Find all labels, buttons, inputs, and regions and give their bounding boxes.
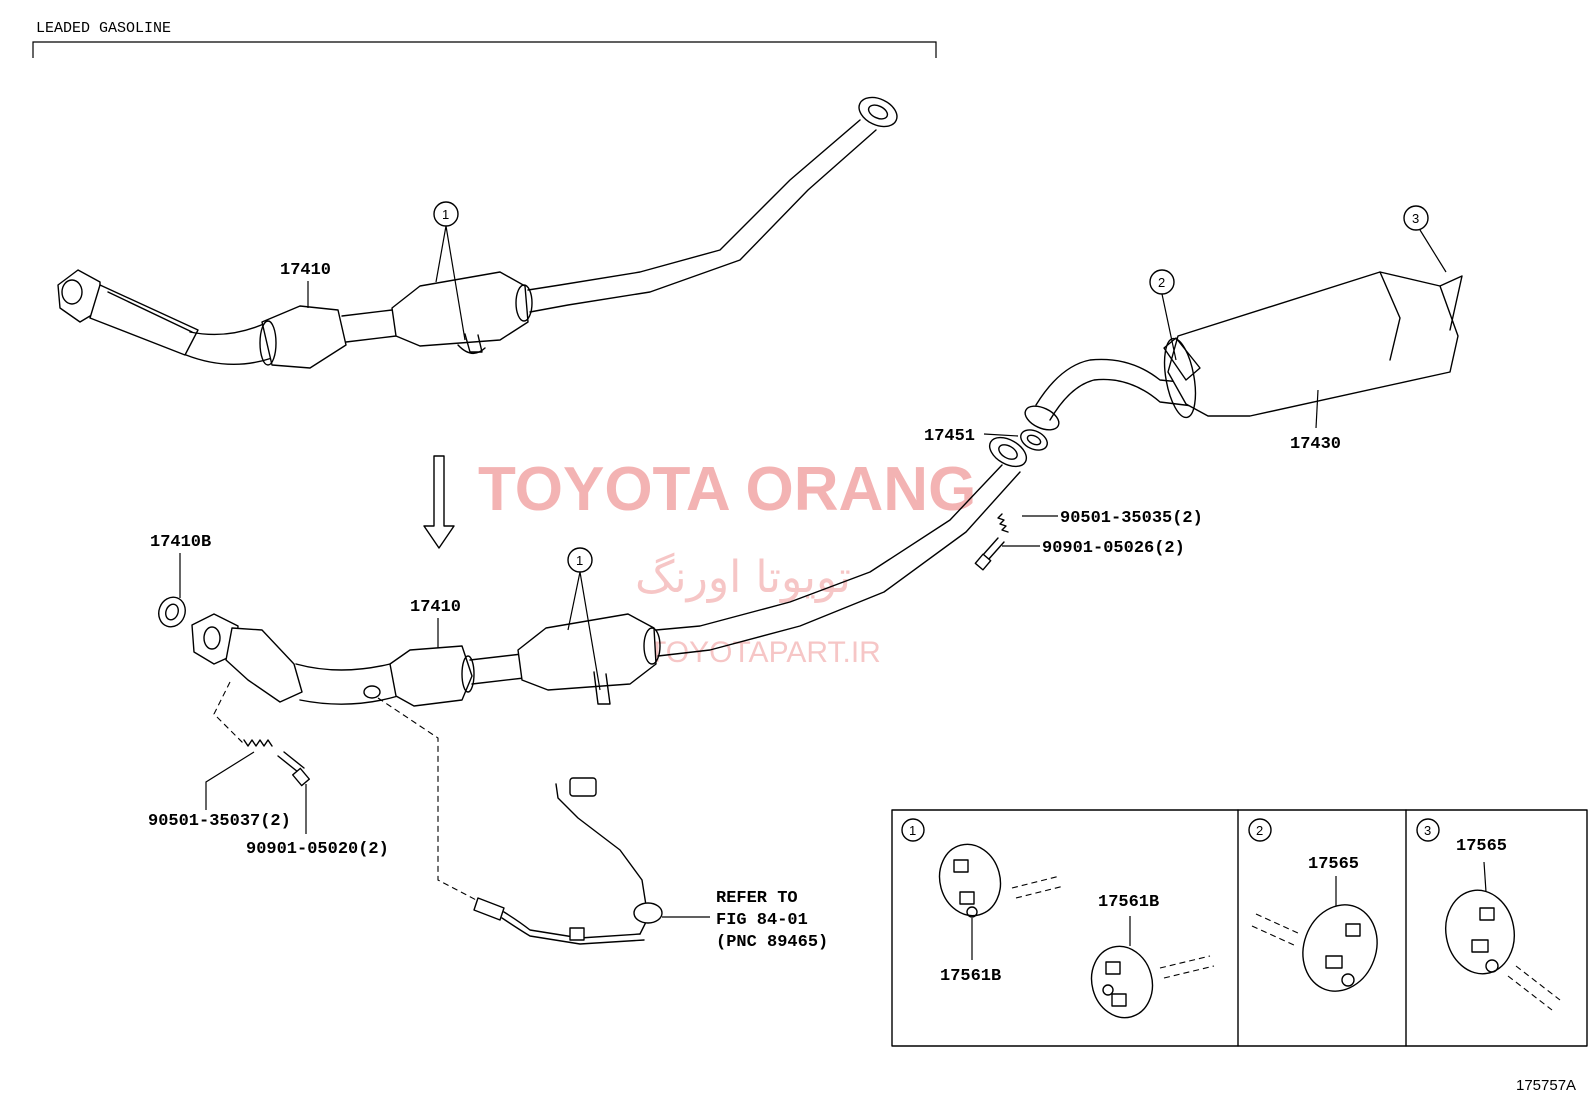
hanger-rubber-17561B-a: [938, 843, 1002, 918]
label-90501-35035: 90501-35035(2): [1060, 509, 1203, 528]
svg-text:2: 2: [1158, 275, 1165, 290]
inset-2-label: 17565: [1308, 855, 1359, 874]
label-17451: 17451: [924, 427, 975, 446]
hanger-rubber-17565-a: [1302, 904, 1378, 992]
label-90501-35037: 90501-35037(2): [148, 812, 291, 831]
down-arrow: [423, 455, 455, 549]
leaded-gasoline-bracket: LEADED GASOLINE: [32, 20, 937, 58]
callout-1-upper: 1: [433, 201, 466, 341]
label-17410B: 17410B: [150, 533, 211, 552]
spring-bolt-right: [974, 513, 1009, 571]
label-17430: 17430: [1290, 435, 1341, 454]
label-90901-05020: 90901-05020(2): [246, 840, 389, 859]
label-17410-upper: 17410: [280, 261, 331, 280]
oxygen-sensor: [377, 697, 663, 945]
upper-front-pipe: [57, 96, 898, 369]
watermark: TOYOTA ORANG تویوتا اورنگ TOYOTAPART.IR: [478, 455, 976, 669]
hanger-rubber-17561B-b: [1090, 945, 1154, 1019]
svg-text:3: 3: [1412, 211, 1419, 226]
callout-2: 2: [1149, 269, 1177, 361]
label-90901-05026: 90901-05026(2): [1042, 539, 1185, 558]
svg-text:1: 1: [442, 207, 449, 222]
refer-to-line3: (PNC 89465): [716, 933, 828, 952]
hanger-rubber-17565-b: [1445, 889, 1515, 975]
inset-panels: 1 17561B 17561B 2: [891, 809, 1588, 1047]
refer-to-line1: REFER TO: [716, 889, 798, 908]
inset-2-number: 2: [1256, 823, 1263, 838]
inset-3-label: 17565: [1456, 837, 1507, 856]
callout-1-lower: 1: [567, 547, 601, 691]
label-17410-lower: 17410: [410, 598, 461, 617]
inset-1-label-a: 17561B: [940, 967, 1001, 986]
inset-3-number: 3: [1424, 823, 1431, 838]
figure-number: 175757A: [1516, 1077, 1576, 1094]
inset-1-label-b: 17561B: [1098, 893, 1159, 912]
callout-3: 3: [1403, 205, 1447, 273]
watermark-brand: TOYOTA ORANG: [478, 455, 976, 524]
watermark-persian: تویوتا اورنگ: [635, 552, 851, 603]
gasket-17451: [1020, 429, 1048, 451]
muffler-17430: [1024, 271, 1463, 431]
svg-text:1: 1: [576, 553, 583, 568]
spring-bolt-lower: [213, 681, 311, 787]
leaded-gasoline-label: LEADED GASOLINE: [36, 20, 171, 37]
refer-to-line2: FIG 84-01: [716, 911, 808, 930]
inset-1-number: 1: [909, 823, 916, 838]
lower-front-pipe: [158, 436, 1028, 707]
